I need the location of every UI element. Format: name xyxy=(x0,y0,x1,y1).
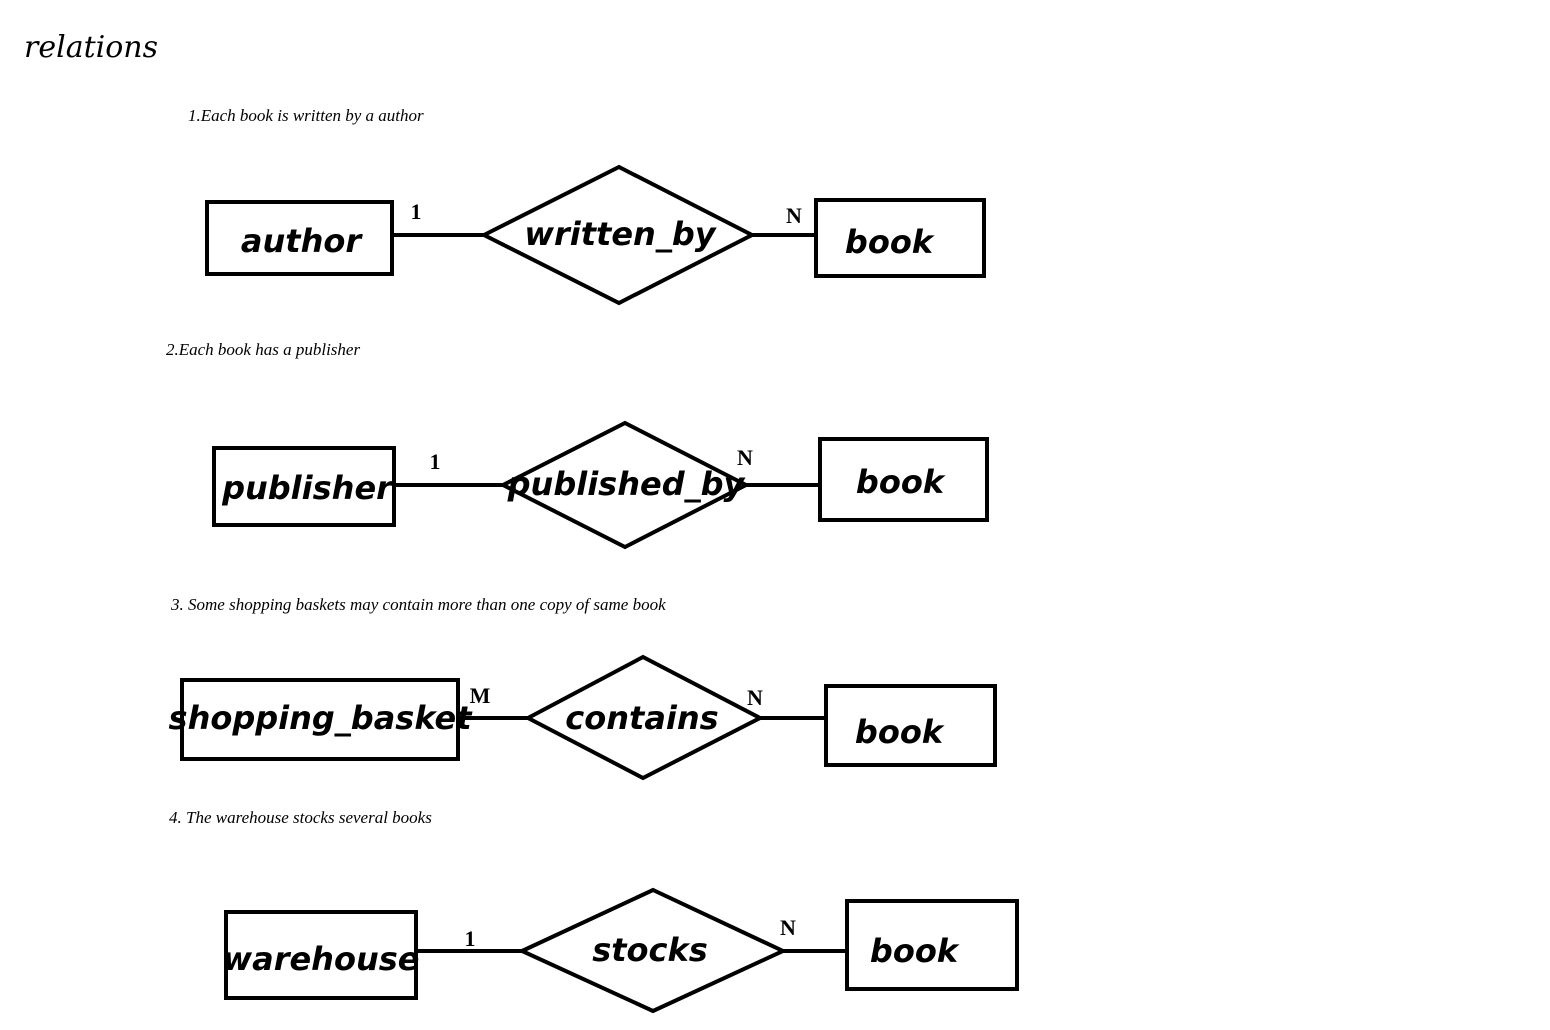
relation-1-caption: 1.Each book is written by a author xyxy=(188,106,424,125)
relation-3-left-entity-box xyxy=(180,678,460,761)
relation-4-right-cardinality: N xyxy=(780,915,796,940)
relation-4-left-entity-box xyxy=(224,910,418,1000)
relation-1-left-entity-box xyxy=(205,200,394,276)
relation-1-left-cardinality: 1 xyxy=(411,199,422,224)
relation-4-caption: 4. The warehouse stocks several books xyxy=(169,808,432,827)
relation-2-right-cardinality: N xyxy=(737,445,753,470)
relation-2-relationship: published_by xyxy=(507,465,746,503)
relation-1-right-entity-box xyxy=(814,198,986,278)
relation-4-relationship: stocks xyxy=(592,931,708,969)
relation-3 xyxy=(180,654,997,781)
relation-3-right-entity-box xyxy=(824,684,997,767)
relation-3-caption: 3. Some shopping baskets may contain mor… xyxy=(171,595,666,614)
relation-2-right-entity: book xyxy=(856,463,946,501)
relation-2-right-entity-box xyxy=(818,437,989,522)
relation-3-right-entity: book xyxy=(855,713,945,751)
relation-4-right-entity-box xyxy=(845,899,1019,991)
relation-2-caption: 2.Each book has a publisher xyxy=(166,340,361,359)
relation-2-left-entity-box xyxy=(212,446,396,527)
relation-4-left-entity: warehouse xyxy=(223,940,420,978)
relation-2-left-entity: publisher xyxy=(221,469,394,507)
relation-3-left-entity: shopping_basket xyxy=(169,699,474,737)
relation-1-left-entity: author xyxy=(241,222,363,260)
page-heading: relations xyxy=(24,30,159,65)
relation-3-right-cardinality: N xyxy=(747,685,763,710)
relation-2-left-cardinality: 1 xyxy=(430,449,441,474)
relation-1-right-cardinality: N xyxy=(786,203,802,228)
relation-1-relationship-diamond xyxy=(479,164,757,306)
relation-1 xyxy=(205,164,986,306)
relation-3-relationship: contains xyxy=(565,699,718,737)
relation-4-relationship-diamond xyxy=(517,887,788,1014)
relation-2 xyxy=(212,420,989,550)
relation-4-left-cardinality: 1 xyxy=(465,926,476,951)
relation-4-right-entity: book xyxy=(870,932,960,970)
relation-3-relationship-diamond xyxy=(523,654,765,781)
relation-1-relationship: written_by xyxy=(524,215,716,253)
relation-1-right-entity: book xyxy=(845,223,935,261)
relation-2-relationship-diamond xyxy=(498,420,751,550)
relation-4 xyxy=(224,887,1019,1014)
relation-3-left-cardinality: M xyxy=(470,683,491,708)
